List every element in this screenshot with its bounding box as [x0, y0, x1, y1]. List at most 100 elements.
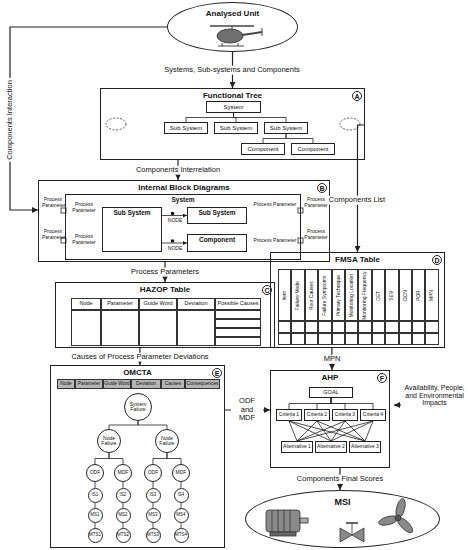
table-cell [425, 333, 438, 345]
dashed-oval [106, 118, 126, 130]
table-header-text: Possible Causes [216, 299, 260, 309]
connector [109, 421, 138, 429]
tree-circle: ODF [144, 464, 162, 482]
connector [289, 421, 365, 441]
connector [289, 398, 331, 409]
table-header-text: Monitoring Location [345, 270, 358, 320]
method-panel: Internal Block DiagramsBSystemSub System… [38, 180, 330, 262]
process-box: Component [187, 234, 247, 252]
table-header-text: Deviation [132, 380, 160, 388]
table-header-text: Parameter [76, 380, 102, 388]
tree-circle: MDF [172, 464, 190, 482]
table-header-text: Parameter [102, 299, 138, 309]
table-header-cell: SEV [385, 269, 398, 321]
node-text: MS1 [90, 513, 99, 518]
table-header-cell: Monitoring Location [345, 269, 358, 321]
node-dot [171, 239, 175, 243]
table-header-cell: Node [57, 379, 75, 389]
node-text: Alternative 2 [317, 444, 345, 450]
panel-title: AHP [271, 373, 389, 382]
table-cell [215, 328, 261, 337]
table-header-cell: DET [372, 269, 385, 321]
parameter-label: Process Parameter [69, 234, 99, 245]
edge-label: Components Interaction [6, 78, 15, 162]
edge-label: Components Interrelation [134, 166, 222, 175]
tree-circle: IS2 [116, 488, 131, 503]
node-text: IS1 [92, 493, 99, 498]
table-cell [345, 333, 358, 345]
node-text: System Failure [125, 402, 151, 413]
table-header-text: Node [58, 380, 74, 388]
table-header-text: Guide Word [104, 380, 130, 388]
connector [109, 453, 123, 464]
table-cell [399, 333, 412, 345]
connector [95, 453, 109, 464]
tree-circle: MTS1 [88, 528, 103, 543]
connector [331, 398, 373, 409]
table-header-text: SEV [385, 270, 398, 320]
node-text: Sub System [270, 125, 302, 132]
tree-circle: IS3 [146, 488, 161, 503]
table-cell [291, 321, 304, 333]
panel-title: FMSA Table [271, 255, 444, 264]
process-box: System [206, 101, 261, 113]
tree-circle: MS3 [146, 508, 161, 523]
node-text: MTS2 [117, 533, 129, 538]
table-header-cell: Guide Word [103, 379, 131, 389]
tree-circle: MS1 [88, 508, 103, 523]
connector [358, 125, 366, 252]
parameter-label: Process Parameter [42, 197, 64, 208]
panel-letter: A [352, 91, 362, 101]
table-cell [358, 333, 371, 345]
node-text: ODF [90, 470, 101, 475]
node-text: System [223, 104, 243, 111]
parameter-label: Process Parameter [69, 202, 99, 213]
process-box: Sub System [214, 122, 258, 134]
table-header-text: Deviation [178, 299, 214, 309]
method-panel: OMCTAESystem FailureNode FailureNode Fai… [50, 365, 225, 548]
table-header-text: Consequences [186, 380, 219, 388]
node-text: MDF [118, 470, 129, 475]
process-box: Alternative 3 [349, 441, 381, 453]
process-box: Alternative 1 [281, 441, 313, 453]
connector [167, 453, 181, 464]
edge-label: Components Final Scores [295, 475, 385, 484]
node-text: Node Failure [98, 436, 120, 447]
panel-letter: B [317, 183, 327, 193]
node-text: IS4 [178, 493, 185, 498]
table-cell [215, 319, 261, 328]
panel-title: Functional Tree [101, 91, 364, 100]
node-text: MTS1 [89, 533, 101, 538]
table-cell [101, 310, 139, 346]
table-cell [332, 321, 345, 333]
table-cell [318, 321, 331, 333]
node-text: GOAL [323, 389, 338, 395]
node-dot [171, 212, 175, 216]
impact-note: Availability, People, and Environmental … [403, 384, 466, 407]
parameter-label: Process Parameter [252, 202, 298, 208]
node-text: Node Failure [156, 436, 178, 447]
table-header-text: DET [372, 270, 385, 320]
connector [317, 398, 331, 409]
process-box: Sub System [164, 122, 208, 134]
node-text: MSI [246, 497, 439, 507]
node-text: MS3 [148, 513, 157, 518]
process-box: Criteria 3 [332, 409, 358, 421]
table-cell [71, 310, 101, 346]
node-text: Component [247, 146, 278, 153]
table-header-cell: Deviation [177, 298, 215, 310]
edge-label: Process Parameters [129, 268, 201, 277]
table-header-cell: POR [412, 269, 425, 321]
edge-label: MPN [322, 355, 343, 364]
tree-circle: IS1 [88, 488, 103, 503]
table-cell [177, 310, 215, 346]
node-text: Sub System [188, 209, 246, 216]
connector [10, 27, 167, 210]
table-header-cell: Deviation [131, 379, 161, 389]
table-header-text: POR [412, 270, 425, 320]
node-text: IS2 [120, 493, 127, 498]
table-cell [385, 321, 398, 333]
node-text: Criteria 3 [335, 412, 355, 418]
process-box: Criteria 4 [360, 409, 386, 421]
table-cell [139, 310, 177, 346]
